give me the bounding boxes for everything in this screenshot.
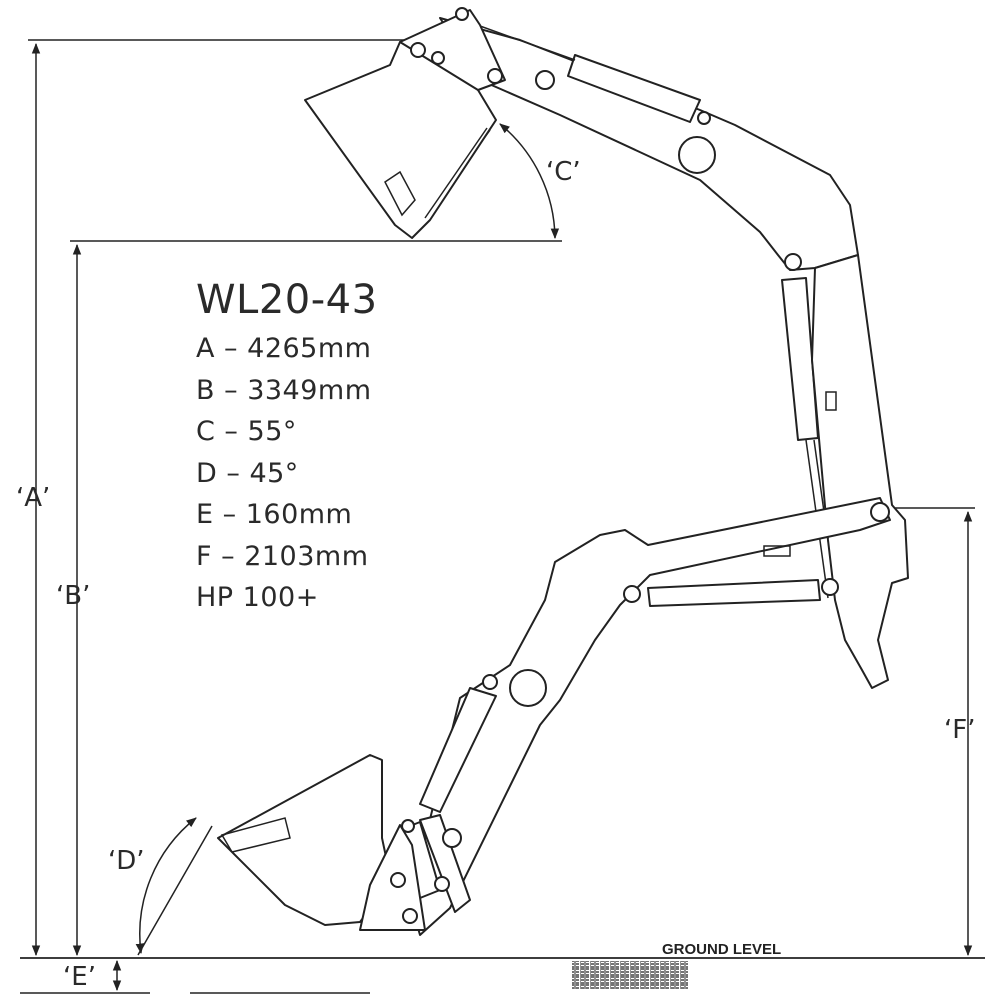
raised-pivot-pin xyxy=(678,136,716,174)
d-angle-arc xyxy=(135,817,197,955)
lowered-pivot-pin xyxy=(509,669,547,707)
ground-hatch xyxy=(572,961,688,989)
spec-line-b: B – 3349mm xyxy=(196,374,372,406)
d-angle-ray xyxy=(137,825,213,956)
a-label: ‘A’ xyxy=(16,483,50,513)
spec-line-c: C – 55° xyxy=(196,416,297,447)
e-label: ‘E’ xyxy=(63,962,96,992)
c-label: ‘C’ xyxy=(546,157,581,187)
spec-line-d: D – 45° xyxy=(196,457,299,489)
mast xyxy=(811,254,909,689)
d-label: ‘D’ xyxy=(108,846,145,876)
f-label: ‘F’ xyxy=(944,715,975,745)
raised-loader xyxy=(304,7,909,689)
lowered-lift-cylinder xyxy=(419,687,497,813)
b-label: ‘B’ xyxy=(56,581,90,611)
spec-line-hp: HP 100+ xyxy=(196,582,319,613)
raised-bucket-cylinder xyxy=(567,54,701,123)
model-title: WL20-43 xyxy=(196,277,378,323)
ground-level-label: GROUND LEVEL xyxy=(662,941,781,958)
lowered-bucket-cylinder xyxy=(647,579,821,607)
spec-line-f: F – 2103mm xyxy=(196,540,369,572)
spec-line-e: E – 160mm xyxy=(196,499,353,530)
c-angle-arc xyxy=(499,123,560,240)
spec-line-a: A – 4265mm xyxy=(196,333,372,364)
spec-block: WL20-43 A – 4265mm B – 3349mm C – 55° D … xyxy=(196,276,378,619)
raised-bucket xyxy=(304,41,497,239)
lowered-loader xyxy=(217,497,891,936)
raised-arm xyxy=(439,17,859,271)
